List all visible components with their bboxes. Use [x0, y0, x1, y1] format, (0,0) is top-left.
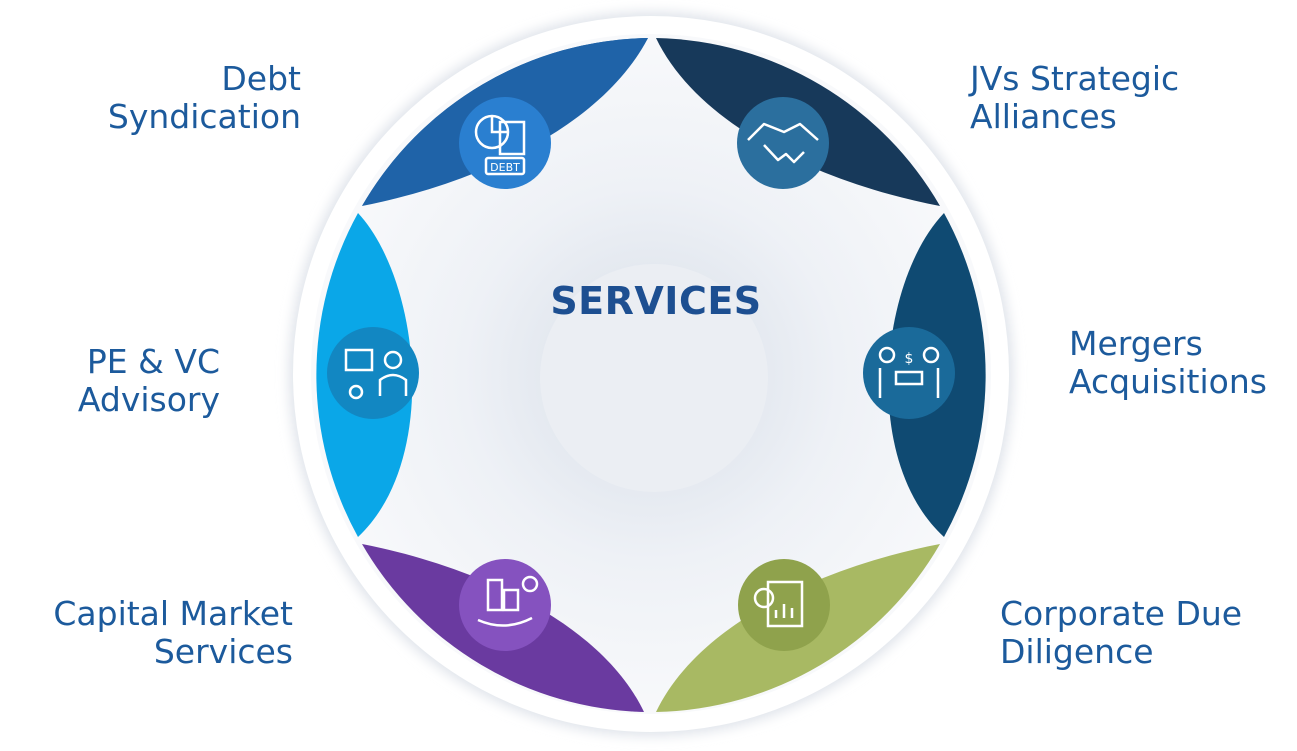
city-investment-icon — [459, 559, 551, 651]
center-disc — [540, 264, 768, 492]
debt-chart-icon: DEBT — [459, 97, 551, 189]
label-debt-line2: Syndication — [107, 97, 301, 136]
label-capital-line1: Capital Market — [53, 594, 293, 633]
label-jvs-line1: JVs Strategic — [970, 59, 1180, 98]
handshake-icon — [737, 97, 829, 189]
label-mergers-line1: Mergers — [1069, 324, 1203, 363]
label-pe-vc-advisory: PE & VC Advisory — [0, 343, 220, 419]
label-corporate-line1: Corporate Due — [1000, 594, 1243, 633]
label-capital-line2: Services — [153, 632, 293, 671]
label-mergers-line2: Acquisitions — [1069, 362, 1267, 401]
label-corporate-due-diligence: Corporate Due Diligence — [1000, 595, 1297, 671]
label-pevc-line1: PE & VC — [86, 342, 220, 381]
advisor-presentation-icon — [327, 327, 419, 419]
label-corporate-line2: Diligence — [1000, 632, 1154, 671]
currency-symbol-text: $ — [905, 351, 914, 367]
debt-badge-text: DEBT — [490, 161, 520, 174]
financial-report-icon — [738, 559, 830, 651]
label-capital-market-services: Capital Market Services — [0, 595, 293, 671]
label-debt-line1: Debt — [221, 59, 301, 98]
label-pevc-line2: Advisory — [77, 380, 220, 419]
label-debt-syndication: Debt Syndication — [41, 60, 301, 136]
merger-meeting-icon: $ — [863, 327, 955, 419]
center-title: SERVICES — [550, 279, 762, 323]
label-jvs-strategic-alliances: JVs Strategic Alliances — [970, 60, 1290, 136]
label-jvs-line2: Alliances — [970, 97, 1117, 136]
label-mergers-acquisitions: Mergers Acquisitions — [1069, 325, 1297, 401]
